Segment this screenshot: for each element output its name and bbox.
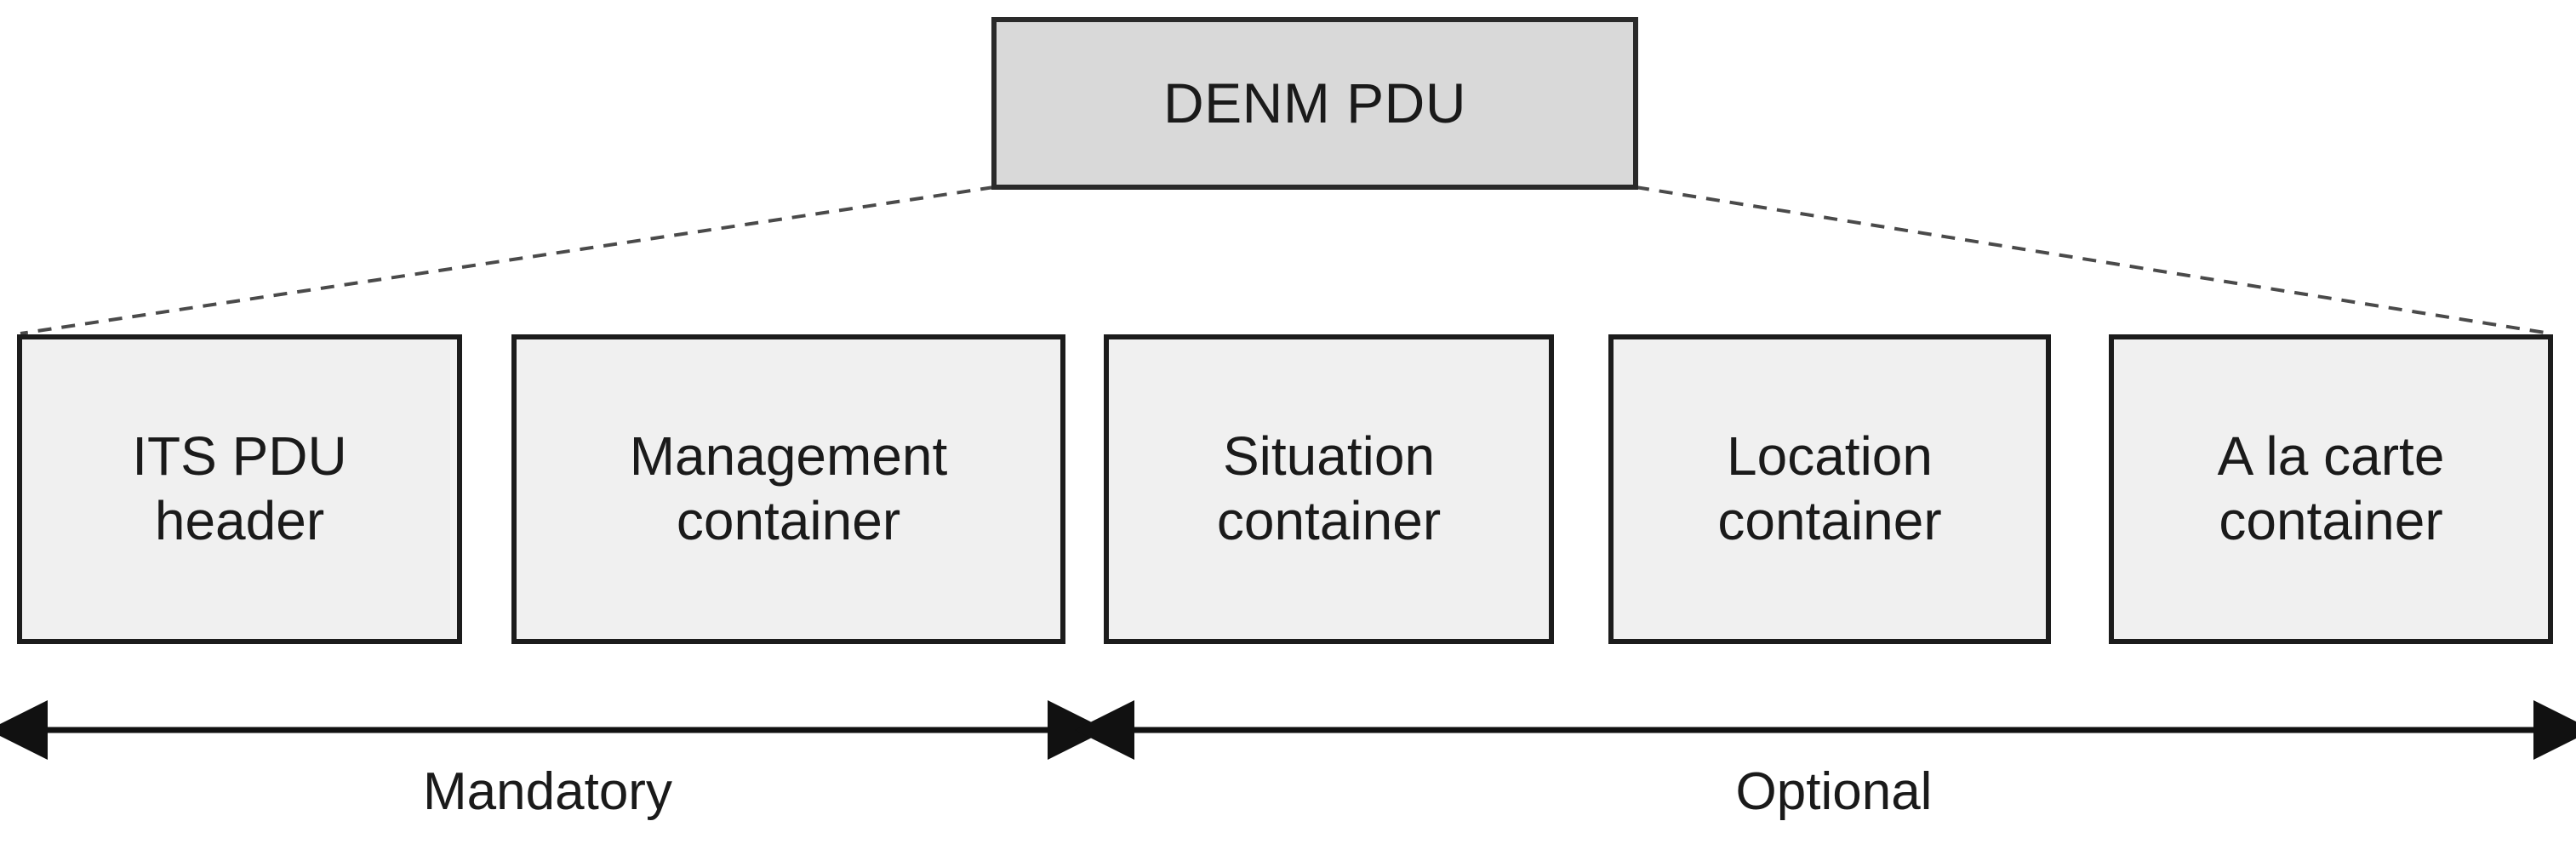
- span-label-optional: Optional: [1735, 762, 1933, 821]
- node-child-2-label: Situation container: [1216, 425, 1442, 551]
- node-child-1-label: Management container: [629, 425, 948, 551]
- node-child-3[interactable]: Location container: [1608, 334, 2051, 644]
- node-child-2[interactable]: Situation container: [1104, 334, 1554, 644]
- dashed-connectors: [20, 185, 2551, 335]
- node-denm-pdu[interactable]: DENM PDU: [991, 17, 1638, 190]
- connector-line-0: [20, 185, 995, 335]
- connector-line-1: [1635, 185, 2551, 335]
- node-child-1[interactable]: Management container: [511, 334, 1065, 644]
- node-child-4-label: A la carte container: [2217, 425, 2445, 551]
- node-child-0[interactable]: ITS PDU header: [17, 334, 462, 644]
- node-denm-pdu-label: DENM PDU: [1162, 71, 1466, 134]
- node-child-3-label: Location container: [1717, 425, 1942, 551]
- span-label-mandatory: Mandatory: [423, 762, 672, 821]
- node-child-0-label: ITS PDU header: [132, 425, 347, 551]
- node-child-4[interactable]: A la carte container: [2109, 334, 2553, 644]
